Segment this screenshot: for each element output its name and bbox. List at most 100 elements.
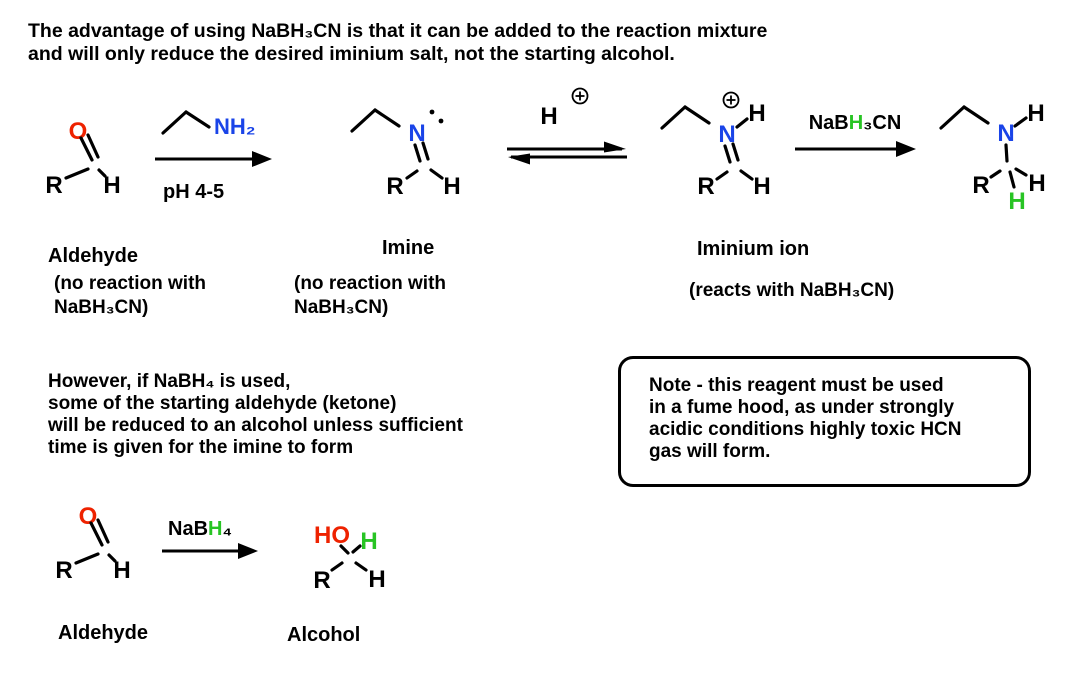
- imine-structure: N R H: [350, 108, 461, 200]
- double-bond: [79, 136, 94, 162]
- double-bond: [413, 143, 422, 163]
- note-line-1: Note - this reagent must be used: [649, 375, 944, 396]
- bond: [989, 169, 1002, 179]
- lone-pair-icon: [429, 109, 444, 124]
- nh-hydrogen: H: [748, 100, 765, 127]
- bond: [339, 544, 350, 555]
- added-hydride: H: [360, 528, 377, 555]
- reaction-arrow-3: NaBH₄: [162, 518, 258, 559]
- arrow-head-icon: [508, 153, 530, 165]
- note-line-4: gas will form.: [649, 441, 771, 462]
- bond: [683, 105, 711, 125]
- bond: [330, 561, 344, 572]
- however-line-1: However, if NaBH₄ is used,: [48, 371, 291, 392]
- bond: [64, 167, 90, 180]
- header-text: The advantage of using NaBH₃CN is that i…: [28, 20, 767, 66]
- charge-circle: [571, 87, 589, 105]
- iminium-note: (reacts with NaBH₃CN): [689, 280, 895, 301]
- bond: [1004, 143, 1009, 163]
- iminium-structure: N H R H: [660, 91, 771, 200]
- reagent-part: NaB: [809, 112, 849, 134]
- double-bond: [96, 518, 110, 544]
- nitrogen-atom: N: [718, 121, 735, 148]
- bond: [1013, 116, 1028, 128]
- hydrogen-atom: H: [368, 566, 385, 593]
- nh-hydrogen: H: [1027, 100, 1044, 127]
- double-bond: [723, 144, 732, 164]
- bond: [97, 168, 107, 178]
- bond: [74, 552, 100, 565]
- oxygen-atom: O: [79, 503, 98, 530]
- hydrogen-atom: H: [103, 172, 120, 199]
- r-group: R: [697, 173, 714, 200]
- aldehyde-structure: O R H: [45, 118, 120, 199]
- bond: [161, 110, 188, 135]
- double-bond: [421, 141, 430, 161]
- reagent-hydride: H: [849, 112, 863, 134]
- aldehyde-note: (no reaction with NaBH₃CN): [54, 272, 206, 320]
- arrow-head-icon: [252, 151, 272, 167]
- aldehyde-note-line-2: NaBH₃CN): [54, 297, 149, 318]
- note-line-3: acidic conditions highly toxic HCN: [649, 419, 962, 440]
- arrow-head-icon: [604, 141, 626, 153]
- iminium-label: Iminium ion: [697, 238, 810, 260]
- bond: [939, 105, 966, 130]
- bond: [1014, 167, 1028, 177]
- aldehyde-label: Aldehyde: [48, 245, 139, 267]
- reagent-part: ₃CN: [863, 112, 901, 134]
- however-line-4: time is given for the imine to form: [48, 437, 354, 458]
- header-line-2: and will only reduce the desired iminium…: [28, 43, 675, 65]
- hydrogen-atom: H: [443, 173, 460, 200]
- note-line-2: in a fume hood, as under strongly: [649, 397, 955, 418]
- bond: [962, 105, 990, 125]
- reagent-label: NaBH₄: [168, 518, 232, 540]
- charge-circle: [722, 91, 740, 109]
- double-bond: [86, 133, 100, 159]
- proton-label: H: [540, 103, 557, 130]
- reagent-hydride: H: [208, 518, 222, 540]
- hydroxyl-group: HO: [314, 522, 350, 549]
- bond: [373, 108, 401, 128]
- however-paragraph: However, if NaBH₄ is used, some of the s…: [48, 371, 463, 459]
- reagent-part: ₄: [222, 518, 232, 540]
- amine-reagent-label: NH₂: [214, 114, 256, 139]
- nitrogen-atom: N: [997, 120, 1014, 147]
- lone-pair-dot: [429, 109, 435, 115]
- oxygen-atom: O: [69, 118, 88, 145]
- equilibrium-step: H: [507, 87, 627, 165]
- bond: [429, 168, 444, 180]
- reaction-arrow-2: NaBH₃CN: [795, 112, 916, 157]
- however-line-3: will be reduced to an alcohol unless suf…: [48, 415, 463, 436]
- nitrogen-atom: N: [408, 120, 425, 147]
- bond: [354, 561, 368, 572]
- imine-label: Imine: [382, 237, 435, 259]
- bond: [351, 544, 362, 554]
- r-group: R: [45, 172, 62, 199]
- arrow-head-icon: [896, 141, 916, 157]
- r-group: R: [55, 557, 72, 584]
- reagent-part: NaB: [168, 518, 208, 540]
- hydrogen-atom: H: [753, 173, 770, 200]
- alcohol-label: Alcohol: [287, 624, 361, 646]
- imine-note: (no reaction with NaBH₃CN): [294, 272, 446, 320]
- equilibrium-arrows-icon: [507, 141, 627, 165]
- amine-structure: N H R H H: [939, 100, 1046, 215]
- bond: [107, 553, 117, 563]
- bond: [715, 170, 729, 181]
- imine-note-line-2: NaBH₃CN): [294, 297, 389, 318]
- imine-note-line-1: (no reaction with: [294, 273, 446, 294]
- reaction-arrow-1: NH₂ pH 4-5: [155, 110, 272, 203]
- plus-charge-icon: [722, 91, 740, 109]
- plus-charge-icon: [571, 87, 589, 105]
- safety-note-box: Note - this reagent must be used in a fu…: [618, 356, 1031, 487]
- alcohol-structure: HO H R H: [313, 522, 385, 594]
- double-bond: [89, 521, 104, 547]
- bond: [184, 110, 211, 129]
- lone-pair-dot: [438, 118, 444, 124]
- added-hydride: H: [1008, 188, 1025, 215]
- aldehyde-note-line-1: (no reaction with: [54, 273, 206, 294]
- bond: [350, 108, 377, 133]
- bond: [660, 105, 687, 130]
- double-bond: [731, 142, 740, 162]
- however-line-2: some of the starting aldehyde (ketone): [48, 393, 397, 414]
